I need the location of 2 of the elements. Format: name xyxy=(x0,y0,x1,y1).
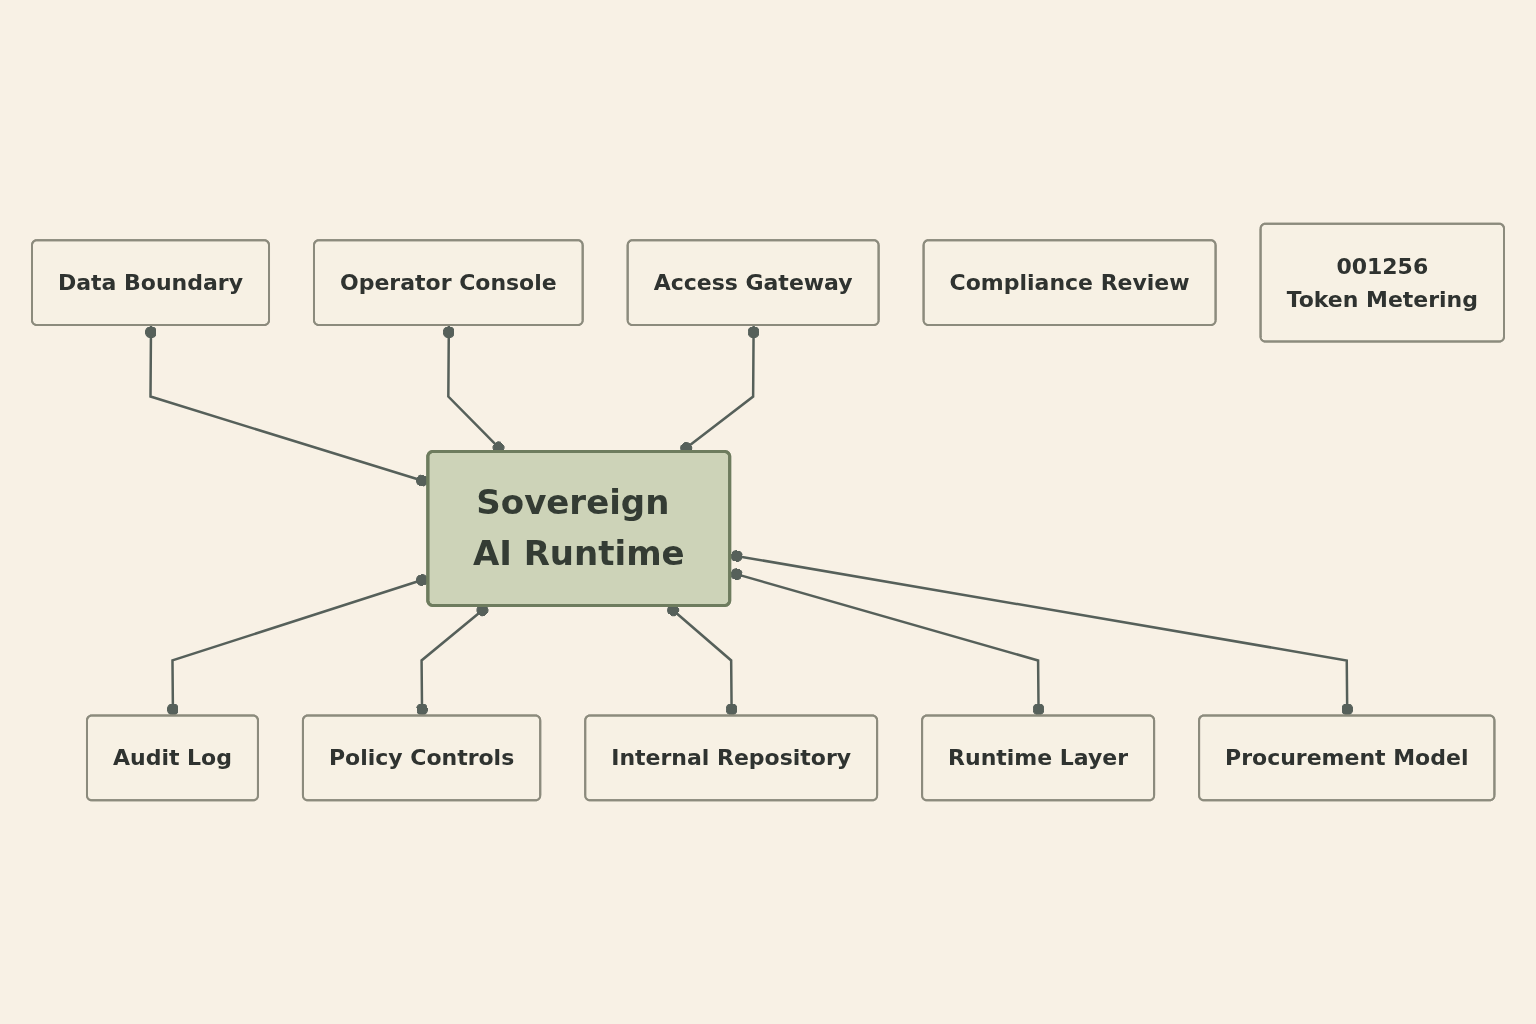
connector xyxy=(729,568,1045,716)
connector xyxy=(729,550,1354,716)
